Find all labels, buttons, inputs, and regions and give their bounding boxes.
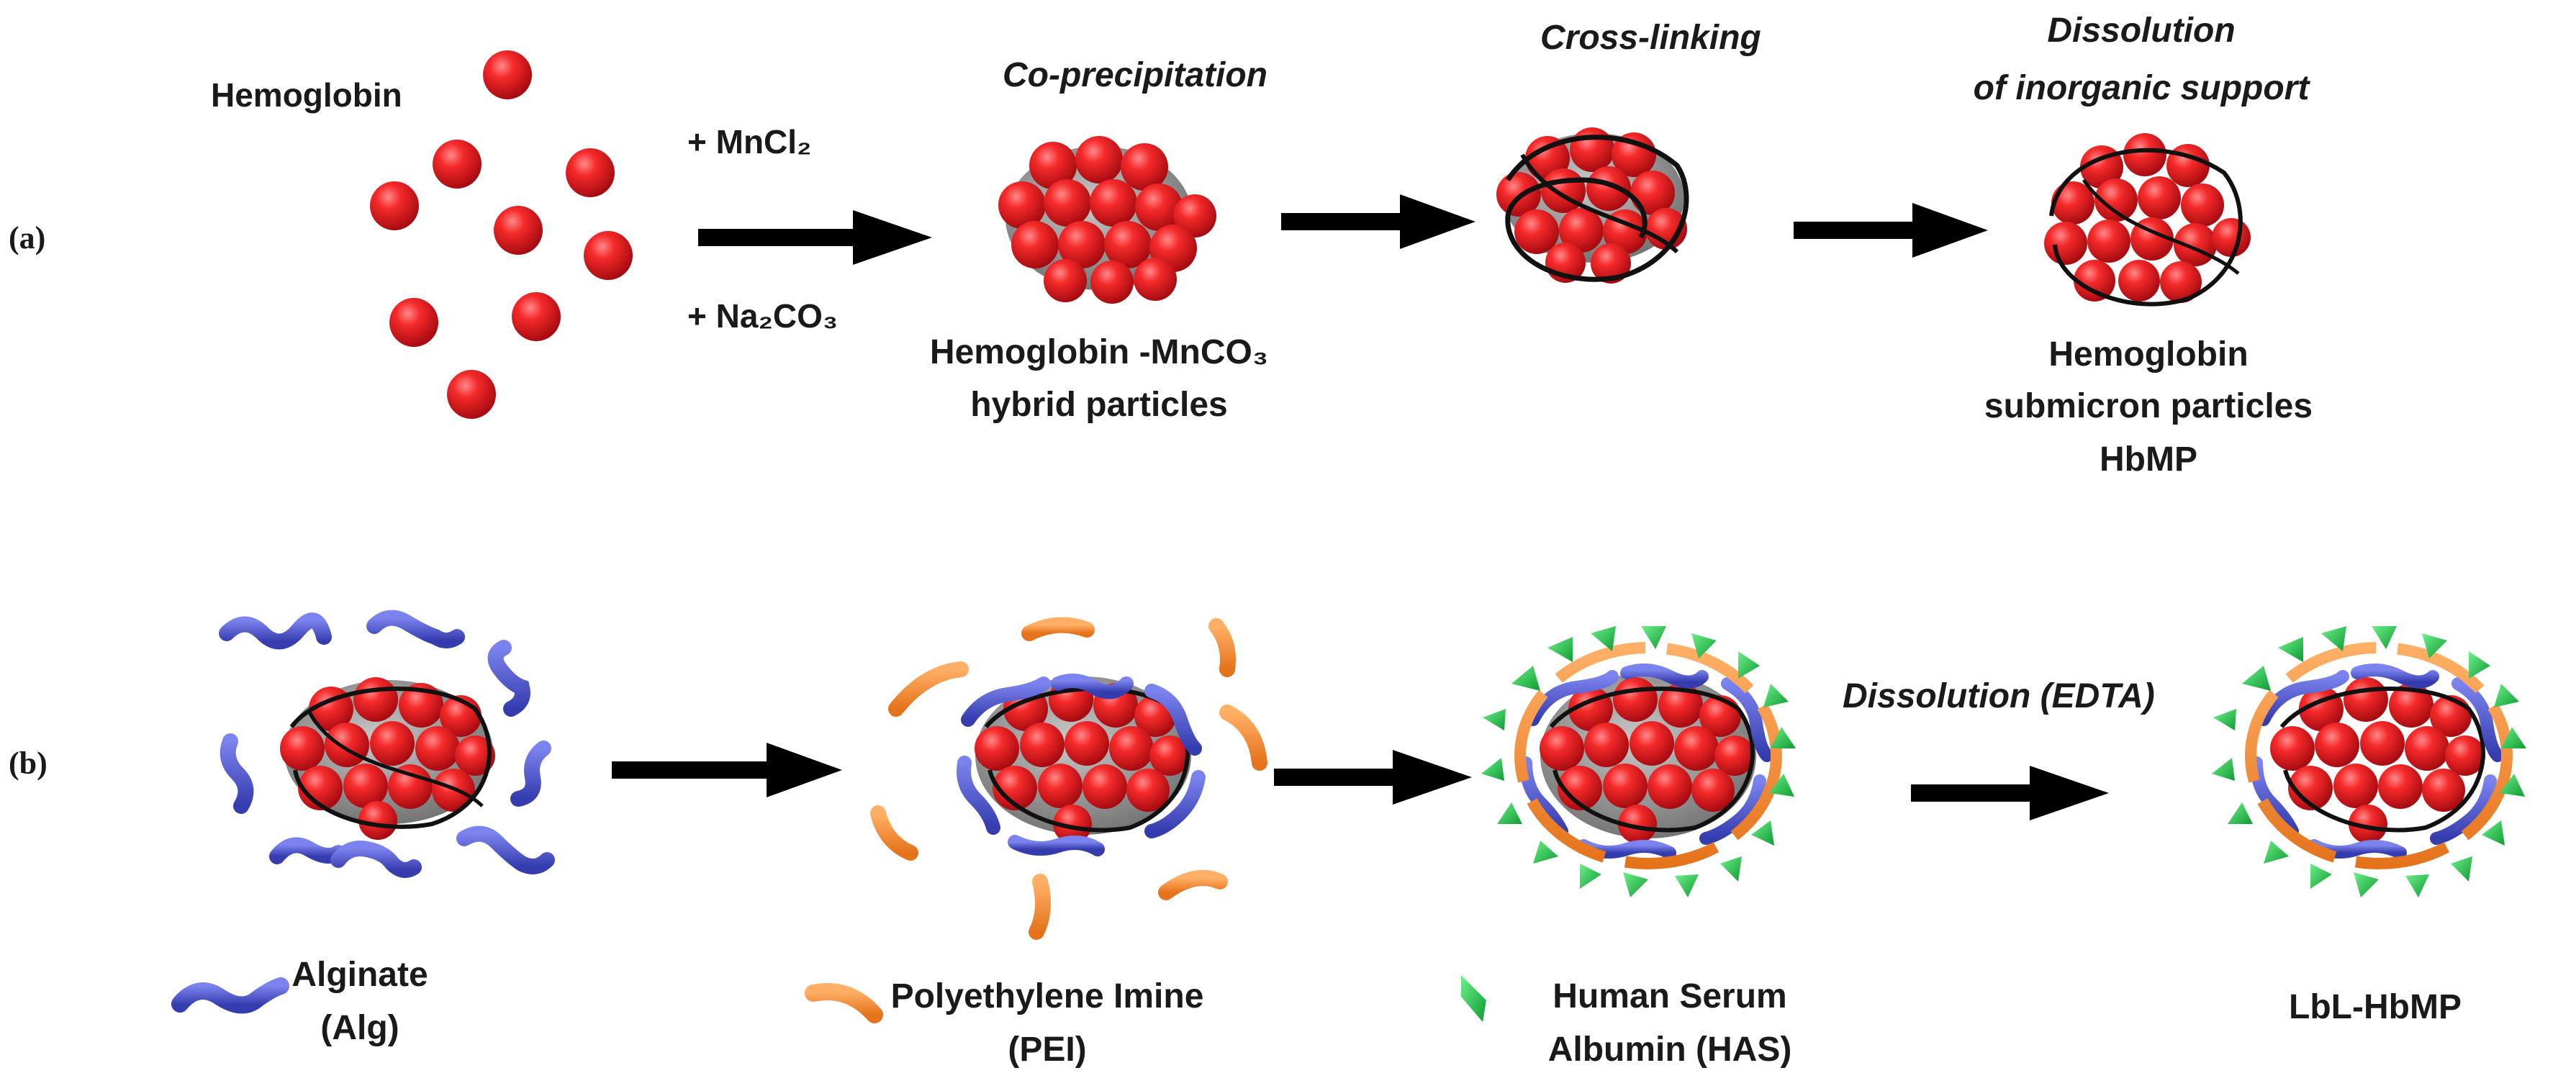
step-crosslinking-label: Cross-linking xyxy=(1540,19,1761,57)
legend-albumin-line2: Albumin (HAS) xyxy=(1548,1031,1792,1069)
hemoglobin-label: Hemoglobin xyxy=(211,76,402,114)
legend-pei-line1: Polyethylene Imine xyxy=(891,977,1204,1015)
pei-swatch xyxy=(805,983,883,1023)
reaction-arrow xyxy=(1911,766,2109,820)
legend-item-pei: Polyethylene Imine (PEI) xyxy=(805,977,1204,1069)
legend-item-alginate: Alginate (Alg) xyxy=(171,956,428,1047)
hbmp-label-line3: HbMP xyxy=(2100,440,2197,479)
hbmp-label-line1: Hemoglobin xyxy=(2048,335,2248,374)
panel-b-tag: (b) xyxy=(9,746,48,781)
crosslinked-particle xyxy=(1496,127,1689,284)
reaction-arrow xyxy=(1274,750,1472,805)
step-edta-label: Dissolution (EDTA) xyxy=(1843,677,2155,715)
free-hemoglobin-group xyxy=(370,50,633,419)
hemoglobin-molecule xyxy=(447,370,496,419)
reagent-mncl2-label: + MnCl₂ xyxy=(687,123,812,160)
hemoglobin-molecule xyxy=(584,231,633,280)
legend-alginate-line1: Alginate xyxy=(292,956,428,994)
hemoglobin-molecule xyxy=(566,148,615,197)
hemoglobin-molecule xyxy=(433,140,482,189)
hemoglobin-molecule xyxy=(494,206,543,255)
crosslinker-chain xyxy=(2049,148,2243,307)
particle-with-alginate xyxy=(219,610,555,878)
reaction-arrow xyxy=(1281,194,1475,249)
legend: Alginate (Alg) Polyethylene Imine (PEI) … xyxy=(171,956,1791,1069)
legend-pei-line2: (PEI) xyxy=(1008,1031,1086,1069)
alginate-swatch xyxy=(171,977,289,1014)
reaction-arrow xyxy=(698,210,932,265)
hemoglobin-molecule xyxy=(389,298,438,347)
lbl-hbmp-label: LbL-HbMP xyxy=(2289,988,2462,1026)
step-dissolution-line1: Dissolution xyxy=(2047,12,2235,50)
particle-with-albumin xyxy=(1481,626,1799,897)
pei-chains xyxy=(870,617,1267,940)
pei-layer xyxy=(1514,642,1782,869)
hemoglobin-molecule xyxy=(370,181,419,230)
step-dissolution-line2: of inorganic support xyxy=(1974,69,2311,107)
panel-a-tag: (a) xyxy=(9,220,45,255)
crosslinker-chain xyxy=(1505,135,1689,282)
hybrid-particle xyxy=(998,136,1216,304)
hbmp-particle xyxy=(2044,133,2251,307)
hbmp-label-line2: submicron particles xyxy=(1984,387,2313,425)
legend-item-albumin: Human Serum Albumin (HAS) xyxy=(1461,975,1791,1069)
hybrid-label-line2: hybrid particles xyxy=(970,386,1227,424)
hemoglobin-molecule xyxy=(483,50,532,99)
albumin-swatch xyxy=(1461,975,1486,1022)
albumin-layer xyxy=(1481,626,1796,897)
step-coprecipitation-label: Co-precipitation xyxy=(1003,56,1267,94)
reaction-arrow xyxy=(1794,203,1988,258)
particle-with-pei xyxy=(870,617,1267,940)
reaction-arrow xyxy=(612,743,842,797)
alginate-chains xyxy=(219,610,555,878)
reagent-na2co3-label: + Na₂CO₃ xyxy=(687,297,838,335)
hybrid-label-line1: Hemoglobin -MnCO₃ xyxy=(930,333,1268,371)
lbl-hbmp-particle xyxy=(2212,626,2526,897)
legend-albumin-line1: Human Serum xyxy=(1553,977,1786,1015)
legend-alginate-line2: (Alg) xyxy=(320,1009,399,1047)
hemoglobin-molecule xyxy=(512,292,561,341)
